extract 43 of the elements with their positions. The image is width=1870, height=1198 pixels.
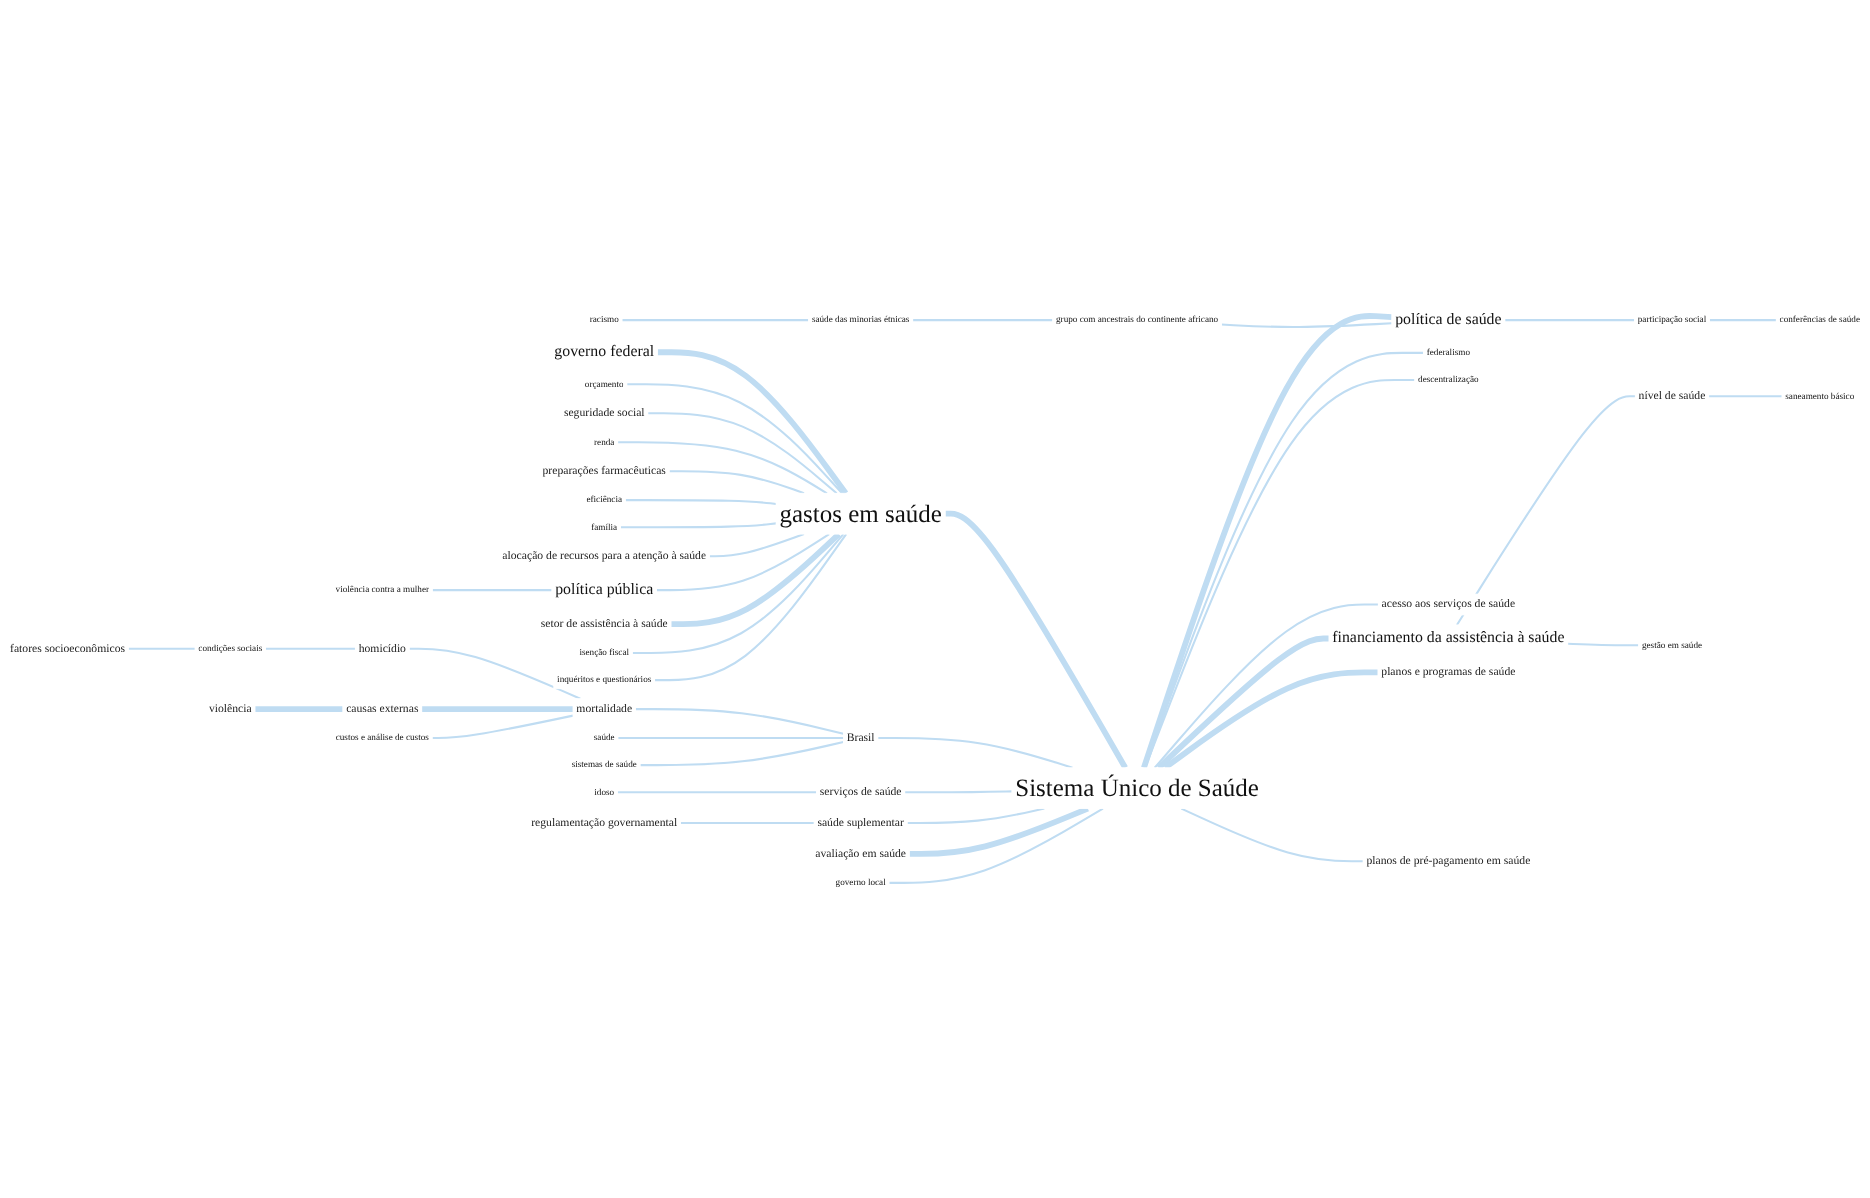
connector xyxy=(654,533,848,682)
connector xyxy=(656,533,830,592)
connector xyxy=(1163,669,1378,771)
connector xyxy=(647,412,838,495)
connector xyxy=(680,822,815,825)
connector xyxy=(620,522,777,529)
connector xyxy=(617,441,828,495)
connector xyxy=(618,737,844,740)
connector xyxy=(1141,313,1392,769)
connector xyxy=(907,807,1045,825)
connector xyxy=(265,647,356,650)
connector xyxy=(1709,319,1777,322)
connector xyxy=(625,499,777,505)
connector xyxy=(409,647,581,700)
connector xyxy=(1504,319,1635,322)
connector xyxy=(432,714,574,740)
connector xyxy=(640,741,844,767)
connector xyxy=(1221,322,1392,328)
connector xyxy=(622,319,809,322)
connector xyxy=(709,533,805,558)
connector xyxy=(909,805,1089,857)
connector xyxy=(669,470,805,495)
connector xyxy=(617,791,817,794)
connector xyxy=(128,647,195,650)
connector xyxy=(945,510,1128,770)
connector xyxy=(255,706,343,713)
connector xyxy=(904,790,1012,794)
connector xyxy=(657,349,849,495)
connector xyxy=(1708,395,1782,398)
connector xyxy=(1153,603,1379,769)
connector xyxy=(1156,635,1329,770)
connector xyxy=(626,383,843,494)
connector xyxy=(1456,395,1636,626)
connector xyxy=(671,531,841,628)
connector xyxy=(877,737,1073,769)
connector xyxy=(889,807,1104,884)
connector xyxy=(1180,807,1364,863)
connector xyxy=(1567,642,1639,647)
connector xyxy=(912,319,1053,322)
connector xyxy=(432,589,552,592)
connector xyxy=(635,708,844,735)
connector xyxy=(632,533,845,655)
connector xyxy=(421,706,573,713)
